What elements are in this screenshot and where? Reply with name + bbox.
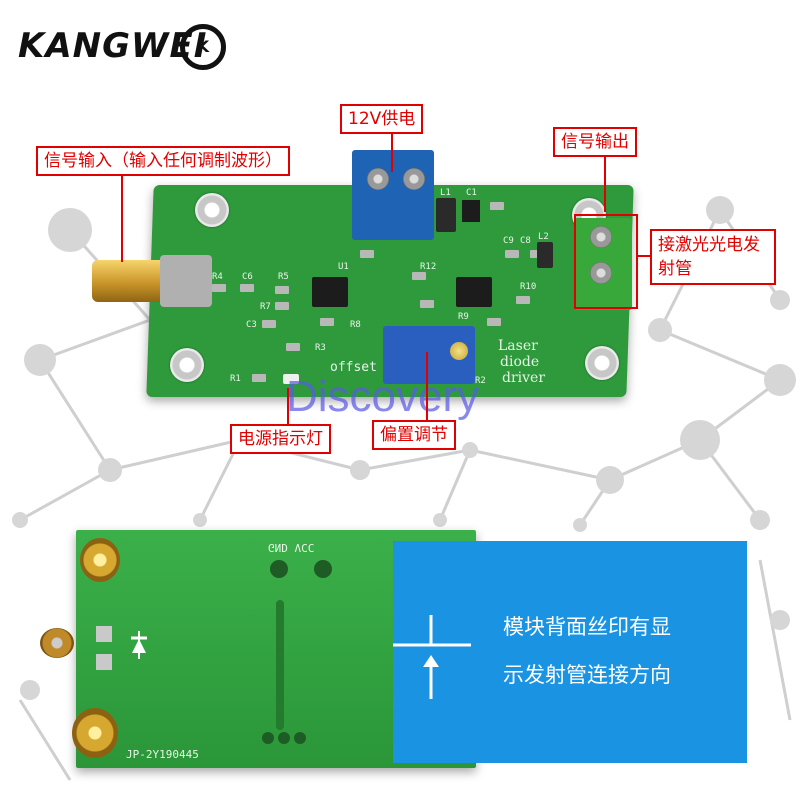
smd-part (420, 300, 434, 308)
silk-l1: L1 (440, 188, 451, 198)
silk-board-title-1: Laser (498, 338, 538, 354)
mosfet-chip (462, 200, 480, 222)
callout-12v-power: 12V供电 (340, 104, 424, 134)
silk-u1: U1 (338, 262, 349, 272)
back-gnd-vcc: GND VCC (268, 541, 315, 554)
screw (403, 168, 425, 190)
silk-r12: R12 (420, 262, 437, 272)
pad (278, 732, 290, 744)
inductor (436, 198, 456, 232)
callout-signal-output: 信号输出 (553, 127, 637, 157)
pad (314, 560, 332, 578)
pad (294, 732, 306, 744)
pad (96, 654, 112, 670)
power-led (283, 374, 299, 384)
ic-chip (312, 277, 348, 307)
silk-board-title-3: driver (502, 370, 546, 386)
callout-signal-input: 信号输入（输入任何调制波形） (36, 146, 290, 176)
smd-part (360, 250, 374, 258)
smd-part (275, 286, 289, 294)
brand-name: KANGWEI (18, 26, 208, 66)
back-part-no: JP-2Y190445 (126, 748, 199, 761)
back-sma-bottom (72, 708, 118, 758)
silk-r2: R2 (475, 376, 486, 386)
smd-part (252, 374, 266, 382)
silk-offset: offset (330, 360, 377, 375)
callout-power-led: 电源指示灯 (230, 424, 331, 454)
mount-hole (170, 348, 204, 382)
silk-c3: C3 (246, 320, 257, 330)
smd-part (240, 284, 254, 292)
silk-r9: R9 (458, 312, 469, 322)
info-panel: 模块背面丝印有显 示发射管连接方向 (393, 541, 747, 763)
silk-c1: C1 (466, 188, 477, 198)
pad (270, 560, 288, 578)
smd-part (487, 318, 501, 326)
potentiometer-screw (450, 342, 468, 360)
screw (590, 262, 612, 284)
watermark: Discovery (286, 372, 480, 421)
back-sma-top (80, 538, 120, 582)
silk-r7: R7 (260, 302, 271, 312)
mount-hole (195, 193, 229, 227)
info-line-1: 模块背面丝印有显 (503, 615, 671, 639)
smd-part (412, 272, 426, 280)
silk-r3: R3 (315, 343, 326, 353)
mount-hole (585, 346, 619, 380)
silk-r4: R4 (212, 272, 223, 282)
screw (367, 168, 389, 190)
callout-laser-connect: 接激光光电发射管 (650, 229, 776, 285)
smd-part (286, 343, 300, 351)
callout-bias-adjust: 偏置调节 (372, 420, 456, 450)
inductor (537, 242, 553, 268)
laser-diode (40, 628, 74, 658)
silk-c6: C6 (242, 272, 253, 282)
diode-icon (131, 631, 147, 659)
info-line-2: 示发射管连接方向 (503, 663, 671, 687)
smd-part (262, 320, 276, 328)
silk-r8: R8 (350, 320, 361, 330)
silk-l2: L2 (538, 232, 549, 242)
silk-r10: R10 (520, 282, 537, 292)
pad (262, 732, 274, 744)
sma-pins (160, 255, 212, 307)
silk-r5: R5 (278, 272, 289, 282)
smd-part (490, 202, 504, 210)
smd-part (212, 284, 226, 292)
smd-part (516, 296, 530, 304)
silk-r1: R1 (230, 374, 241, 384)
ic-chip (456, 277, 492, 307)
screw (590, 226, 612, 248)
silk-board-title-2: diode (500, 354, 540, 370)
trace (276, 600, 284, 730)
pad (96, 626, 112, 642)
direction-symbol-icon (393, 615, 471, 699)
smd-part (505, 250, 519, 258)
smd-part (320, 318, 334, 326)
silk-c8: C8 (520, 236, 531, 246)
smd-part (275, 302, 289, 310)
brand-logo: K (180, 24, 226, 70)
silk-c9: C9 (503, 236, 514, 246)
